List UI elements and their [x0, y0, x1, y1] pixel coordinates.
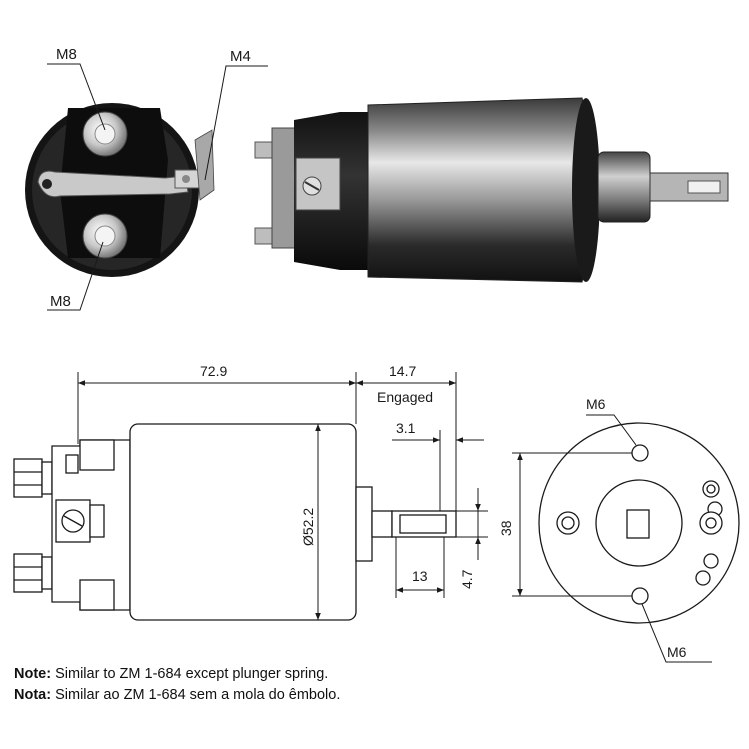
- dim-diameter: Ø52.2: [300, 508, 316, 546]
- hex-nut-bottom: [13, 553, 43, 593]
- photo-nozzle: [597, 151, 651, 223]
- mount-hole-top: [631, 444, 649, 462]
- dim-engaged: Engaged: [377, 389, 433, 405]
- end-view-photo: [25, 103, 215, 277]
- label-m6-bottom: M6: [667, 644, 687, 660]
- note-en-label: Note:: [14, 666, 52, 682]
- side-view-photo: [254, 97, 729, 283]
- photo-labels: [47, 63, 268, 311]
- mount-hole-bottom: [631, 587, 649, 605]
- note-en-text: Similar to ZM 1-684 except plunger sprin…: [51, 666, 329, 682]
- elevation-dimensions: [77, 372, 488, 620]
- note-english: Note: Similar to ZM 1-684 except plunger…: [14, 664, 340, 685]
- notes: Note: Similar to ZM 1-684 except plunger…: [14, 664, 340, 706]
- note-pt-text: Similar ao ZM 1-684 sem a mola do êmbolo…: [51, 687, 341, 703]
- dim-13: 13: [412, 568, 428, 584]
- side-elevation: [13, 423, 457, 621]
- label-m8-top: M8: [56, 46, 77, 63]
- solenoid-body: [129, 423, 357, 621]
- photo-cylinder: [367, 97, 594, 283]
- dim-38: 38: [498, 520, 514, 536]
- note-pt-label: Nota:: [14, 687, 52, 703]
- dim-3-1: 3.1: [396, 420, 416, 436]
- dim-4-7: 4.7: [459, 569, 475, 589]
- front-view: [538, 422, 740, 624]
- dim-14-7: 14.7: [389, 363, 416, 379]
- label-m6-top: M6: [586, 396, 606, 412]
- label-m4: M4: [230, 48, 251, 65]
- plunger-slot: [626, 509, 650, 539]
- hex-nut-top: [13, 458, 43, 498]
- label-m8-bottom: M8: [50, 293, 71, 310]
- nozzle: [355, 486, 373, 562]
- front-dimensions: [512, 414, 712, 663]
- note-portuguese: Nota: Similar ao ZM 1-684 sem a mola do …: [14, 685, 340, 706]
- dim-72-9: 72.9: [200, 363, 227, 379]
